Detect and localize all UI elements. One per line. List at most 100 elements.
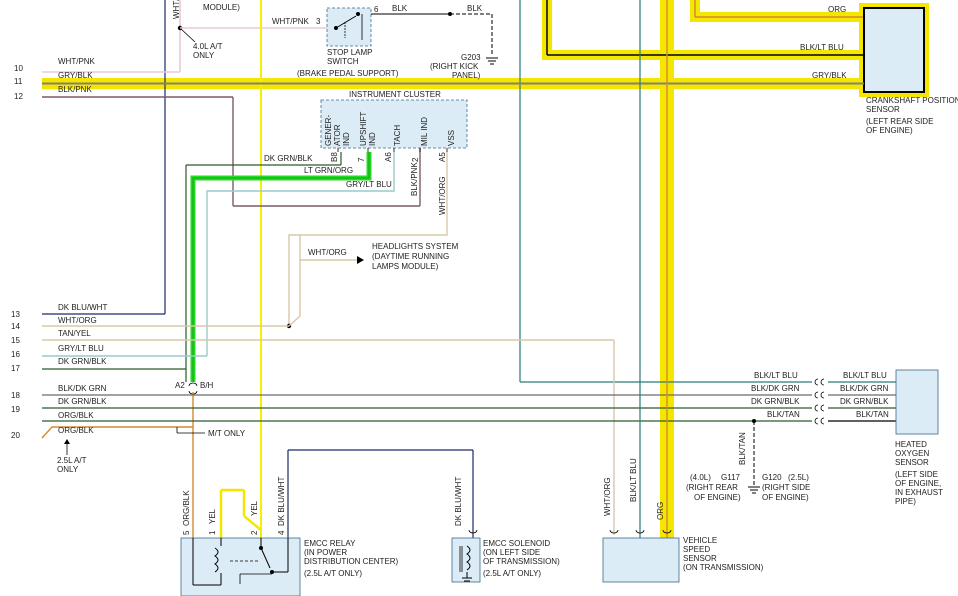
pin-11: 11 [14, 77, 23, 86]
crank-label-2: SENSOR [866, 105, 900, 114]
bh-label: B/H [200, 381, 214, 390]
right-kick-1: (RIGHT KICK [430, 62, 479, 71]
wire-13-label: DK BLU/WHT [58, 303, 107, 312]
blk-lt-blu-label-r1: BLK/LT BLU [754, 371, 798, 380]
lt-grn-org-label: LT GRN/ORG [304, 166, 353, 175]
relay-box [180, 537, 301, 596]
pin6-label: 6 [374, 5, 379, 14]
yel-vlabel-2: YEL [250, 500, 259, 516]
wht-pnk-vlabel: WHT/PNK [172, 0, 181, 19]
highlight-layer [42, 0, 929, 540]
yel-vlabel-1: YEL [208, 508, 217, 524]
ups-label-1: UPSHIFT [359, 112, 368, 146]
ups-label-2: IND [368, 132, 377, 146]
relay-label-3: DISTRIBUTION CENTER) [304, 557, 399, 566]
pin-7: 7 [357, 157, 366, 162]
relay-pin-2: 2 [250, 530, 259, 535]
pin-a6: A6 [384, 152, 393, 162]
blk-lt-blu-label-r2: BLK/LT BLU [843, 371, 887, 380]
relay-label-4: (2.5L A/T ONLY) [304, 569, 362, 578]
pin-17: 17 [11, 364, 20, 373]
vss-label-4: (ON TRANSMISSION) [683, 563, 764, 572]
connector-bank-right [814, 378, 825, 425]
gen-label-3: IND [342, 132, 351, 146]
crank-label-3: (LEFT REAR SIDE [866, 117, 933, 126]
module-label: MODULE) [203, 3, 240, 12]
dk-grn-blk-label-r1: DK GRN/BLK [751, 397, 800, 406]
wire-19b-label: ORG/BLK [58, 411, 94, 420]
org-blk-vlabel: ORG/BLK [182, 490, 191, 526]
relay-label-1: EMCC RELAY [304, 539, 356, 548]
relay-pin-1: 1 [208, 530, 217, 535]
g117-b: G117 [721, 473, 741, 482]
headlights-label-3: LAMPS MODULE) [372, 262, 439, 271]
wire-12-label: BLK/PNK [58, 85, 92, 94]
pin-a5: A5 [438, 152, 447, 162]
o2-label-4: (LEFT SIDE [895, 470, 938, 479]
wire-14-label: WHT/ORG [58, 316, 97, 325]
a2-connector [188, 382, 198, 387]
wire-11-label: GRY/BLK [58, 71, 93, 80]
wire-15-label: TAN/YEL [58, 329, 91, 338]
dk-blu-wht-vlabel-sol: DK BLU/WHT [454, 477, 463, 526]
wht-org-vlabel: WHT/ORG [438, 176, 447, 215]
stop-lamp-switch: STOP LAMP SWITCH (BRAKE PEDAL SUPPORT) [297, 7, 399, 78]
heated-oxygen-sensor: HEATED OXYGEN SENSOR (LEFT SIDE OF ENGIN… [895, 369, 943, 506]
pin-b8: B8 [330, 152, 339, 162]
pin-18: 18 [11, 391, 20, 400]
pin-12: 12 [14, 92, 23, 101]
g120-b: (2.5L) [788, 473, 809, 482]
g117-a: (4.0L) [690, 473, 711, 482]
blk-tan-label-r1: BLK/TAN [767, 410, 800, 419]
vss-label-1: VEHICLE [683, 536, 717, 545]
lt-grn-org-wire [192, 152, 370, 382]
relay-switch [260, 547, 271, 569]
pin-14: 14 [11, 322, 20, 331]
relay-label-2: (IN POWER [304, 548, 347, 557]
o2-label-6: IN EXHAUST [895, 488, 943, 497]
o2-sensor-box [895, 369, 939, 435]
stop-lamp-label-2: SWITCH [327, 57, 359, 66]
vss-label-3: SENSOR [683, 554, 717, 563]
lt-grn-org-highlight [190, 152, 372, 382]
org-label-top: ORG [828, 5, 846, 14]
sol-label-3: OF TRANSMISSION) [483, 557, 560, 566]
g120-d: OF ENGINE) [762, 493, 809, 502]
blk-pnk-vlabel: BLK/PNK [410, 162, 419, 196]
blk-tan-label-r2: BLK/TAN [856, 410, 889, 419]
wire-20 [41, 426, 193, 439]
org-vlabel-vss: ORG [656, 502, 665, 520]
pin-20: 20 [11, 431, 20, 440]
mil-label: MIL IND [420, 117, 429, 146]
instrument-cluster-box [320, 99, 468, 149]
o2-label-3: SENSOR [895, 458, 929, 467]
wire-20-label: ORG/BLK [58, 426, 94, 435]
stop-lamp-box [326, 7, 372, 47]
gry-lt-blu-wire [206, 152, 395, 356]
l25-label-1: 2.5L A/T [57, 456, 87, 465]
o2-label-7: PIPE) [895, 497, 916, 506]
ac-only-label: ONLY [193, 51, 215, 60]
relay-coil [214, 547, 219, 573]
vss-box [602, 537, 680, 583]
headlights-label-1: HEADLIGHTS SYSTEM [372, 242, 459, 251]
leader-line [179, 27, 196, 43]
ac-40l-label: 4.0L A/T [193, 42, 223, 51]
pin-16: 16 [11, 350, 20, 359]
sol-label-2: (ON LEFT SIDE [483, 548, 540, 557]
solenoid-coil [466, 545, 471, 571]
instrument-cluster-title: INSTRUMENT CLUSTER [349, 90, 441, 99]
emcc-relay: ORG/BLK YEL YEL DK BLU/WHT 5 1 2 4 EMCC … [180, 449, 474, 596]
pin-13: 13 [11, 310, 20, 319]
blk-lt-blu-vlabel-vss: BLK/LT BLU [629, 458, 638, 502]
wire-19-label: DK GRN/BLK [58, 397, 107, 406]
wire-18-label: BLK/DK GRN [58, 384, 107, 393]
blk-dk-grn-label-r1: BLK/DK GRN [751, 384, 800, 393]
blk-label-2: BLK [467, 4, 483, 13]
gry-lt-blu-label-top: GRY/LT BLU [346, 180, 392, 189]
g117-c: (RIGHT REAR [686, 483, 738, 492]
wire-16-label: GRY/LT BLU [58, 344, 104, 353]
crank-label-1: CRANKSHAFT POSITION [866, 96, 958, 105]
solenoid-box [451, 537, 481, 583]
wire-17-label: DK GRN/BLK [58, 357, 107, 366]
